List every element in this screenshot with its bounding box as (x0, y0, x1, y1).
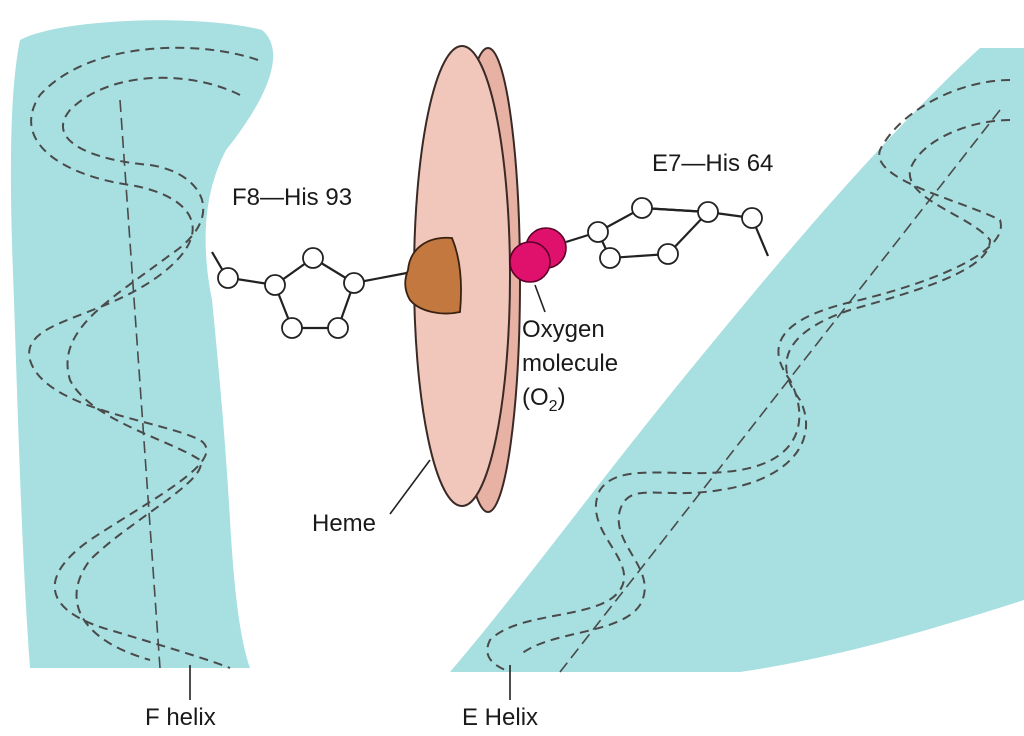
atom (264, 274, 286, 296)
f-helix-label: F helix (145, 704, 216, 731)
e-helix-axis (559, 109, 1001, 673)
atom (281, 317, 303, 339)
f-helix-backbone-inner (62, 76, 241, 661)
oxygen-label-line2: molecule (522, 350, 619, 377)
e7-his64-label: E7—His 64 (652, 150, 774, 177)
f8-his93-label: F8—His 93 (232, 184, 353, 211)
f-helix-axis (119, 99, 161, 669)
f-helix-backbone (28, 46, 259, 669)
f-helix-cylinder (10, 20, 274, 668)
oxygen-formula-open: (O (522, 384, 549, 411)
atom (327, 317, 349, 339)
his64-imidazole (565, 197, 770, 269)
atom (741, 207, 763, 229)
atom (217, 267, 239, 289)
atom (587, 221, 609, 243)
heme-leader-line (389, 459, 431, 515)
his93-imidazole (211, 247, 413, 339)
oxygen-formula-subscript: 2 (548, 397, 558, 415)
e-helix-cylinder (450, 48, 1024, 672)
atom (697, 201, 719, 223)
oxygen-label-line1: Oxygen (522, 316, 605, 343)
oxygen-atom (509, 241, 551, 283)
oxygen-leader-line (534, 284, 546, 313)
atom (302, 247, 324, 269)
atom (631, 197, 653, 219)
oxygen-formula-close: ) (557, 384, 566, 411)
e-helix-backbone-inner (519, 119, 1011, 656)
heme-label: Heme (312, 510, 377, 537)
atom (657, 243, 679, 265)
atom (599, 247, 621, 269)
atom (343, 272, 365, 294)
iron-atom (404, 236, 462, 315)
e-helix-backbone (486, 79, 1011, 673)
e-helix-label: E Helix (462, 704, 539, 731)
oxygen-label-line3: (O2) (522, 384, 566, 421)
